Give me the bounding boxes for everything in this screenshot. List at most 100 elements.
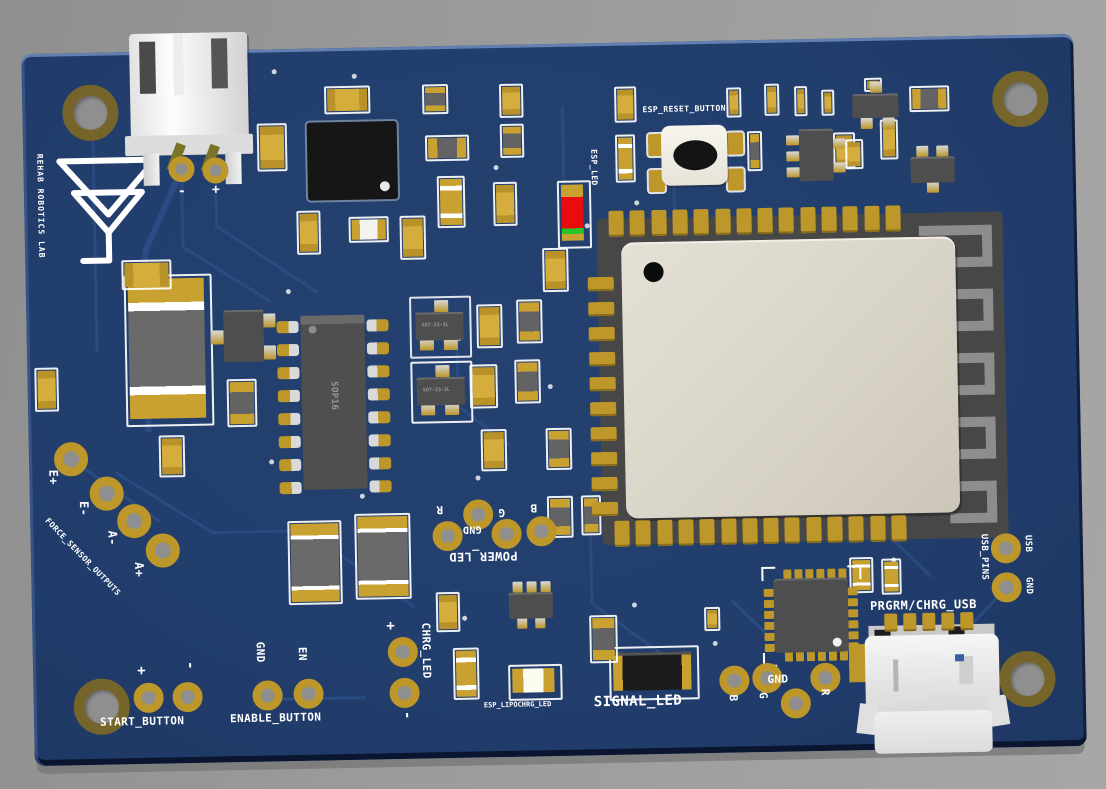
- reset-button: [660, 124, 728, 186]
- signal-led-label: SIGNAL_LED: [593, 692, 683, 711]
- castellated-pad: [757, 207, 773, 235]
- smd-passive: [480, 428, 508, 472]
- castellated-pad: [848, 516, 865, 543]
- smd-passive: [323, 85, 371, 115]
- castellated-pad: [650, 209, 667, 237]
- castellated-pad: [827, 516, 843, 543]
- qfn-pad: [764, 621, 775, 631]
- smd-passive: [746, 130, 763, 172]
- smd-passive: [845, 139, 864, 170]
- lab-logo: [56, 156, 159, 265]
- signal-led-diode: [612, 651, 692, 691]
- usb-pins-label: USB_PINS: [978, 533, 990, 581]
- via-dot: [269, 459, 275, 465]
- qfn-pad: [847, 598, 859, 607]
- castellated-pad: [656, 519, 673, 547]
- castellated-pad: [800, 206, 816, 234]
- qfn-pad: [848, 609, 859, 618]
- smd-passive: [763, 83, 780, 116]
- sop16-pin: [278, 412, 301, 426]
- castellated-pad: [589, 351, 616, 367]
- sop16-pin: [369, 457, 392, 470]
- castellated-pad: [588, 301, 615, 317]
- force-a-minus-label: A-: [105, 530, 120, 546]
- esp-led-label: ESP_LED: [589, 149, 599, 186]
- smd-passive: [256, 123, 288, 172]
- usb-pin: [941, 612, 955, 631]
- sop16-pin: [276, 343, 300, 357]
- power-led-r-label: R: [435, 503, 444, 517]
- force-e-plus-label: E+: [46, 469, 61, 486]
- sop16-pin: [277, 389, 300, 403]
- sop16-pin: [368, 411, 391, 424]
- castellated-pad: [693, 208, 710, 236]
- sop16-pin: [366, 342, 390, 355]
- via-dot: [712, 640, 718, 646]
- smd-passive: [492, 181, 518, 227]
- pin1-dot: [832, 637, 842, 647]
- start-minus-label: -: [181, 660, 199, 671]
- castellated-pad: [891, 515, 907, 542]
- power-led-g-label: G: [498, 505, 506, 520]
- sop16-pin: [277, 366, 300, 380]
- smd-passive: [614, 134, 636, 183]
- pin1-dot: [308, 325, 317, 334]
- sot23-marking: SOT-23-3L: [422, 386, 450, 394]
- signal-gnd-label: GND: [767, 672, 789, 686]
- sop16-marking: SOP16: [328, 381, 340, 411]
- lipo-chrg-led: [512, 668, 555, 693]
- castellated-pad: [742, 518, 758, 545]
- qfn-pad: [764, 610, 775, 620]
- qfn-pad: [828, 650, 838, 661]
- force-e-minus-label: E-: [76, 500, 92, 517]
- castellated-pad: [842, 206, 859, 233]
- sop16-pin: [278, 435, 301, 449]
- sop16-chip: SOP16: [300, 314, 368, 490]
- castellated-pad: [736, 208, 752, 235]
- brand-text: REHAB ROBOTICS LAB: [35, 153, 47, 259]
- castellated-pad: [635, 520, 652, 547]
- castellated-pad: [821, 206, 837, 233]
- castellated-pad: [805, 516, 822, 544]
- castellated-pad: [590, 401, 617, 417]
- chrg-minus-label: -: [398, 710, 416, 720]
- smd-passive: [226, 378, 258, 428]
- qfn-pad: [795, 651, 805, 662]
- qfn-pad: [839, 650, 849, 661]
- power-led-b-label: B: [529, 501, 538, 515]
- pin1-dot: [643, 261, 664, 283]
- smd-passive: [424, 134, 470, 162]
- smd-passive: [881, 558, 902, 595]
- castellated-pad: [591, 476, 618, 492]
- via-dot: [462, 615, 468, 621]
- via-dot: [475, 475, 481, 481]
- smd-passive: [399, 215, 427, 260]
- castellated-pad: [591, 501, 619, 517]
- start-button-label: START_BUTTON: [99, 714, 185, 729]
- sop16-pin: [276, 320, 299, 334]
- smd-passive: [726, 87, 742, 118]
- smd-passive: [794, 86, 808, 117]
- castellated-pad: [885, 205, 901, 232]
- castellated-pad: [869, 515, 886, 542]
- castellated-pad: [614, 520, 630, 547]
- sop16-pin: [279, 481, 302, 495]
- castellated-pad: [863, 205, 880, 233]
- smd-passive: [296, 210, 322, 255]
- chrg-plus-label: +: [386, 618, 396, 635]
- castellated-pad: [591, 451, 618, 467]
- qfn-pad: [806, 651, 816, 662]
- qfn-pad: [763, 599, 775, 609]
- pin1-dot: [379, 181, 390, 192]
- castellated-pad: [608, 210, 624, 237]
- smd-passive: [514, 359, 542, 404]
- smd-passive: [435, 591, 461, 633]
- qfn-pad: [784, 651, 794, 662]
- via-dot: [631, 602, 637, 608]
- enable-button-label: ENABLE_BUTTON: [229, 710, 322, 726]
- smd-passive: [354, 512, 412, 600]
- smd-passive: [542, 247, 569, 293]
- black-chip: [306, 120, 399, 201]
- via-dot: [285, 289, 291, 295]
- power-resistor: [127, 277, 207, 420]
